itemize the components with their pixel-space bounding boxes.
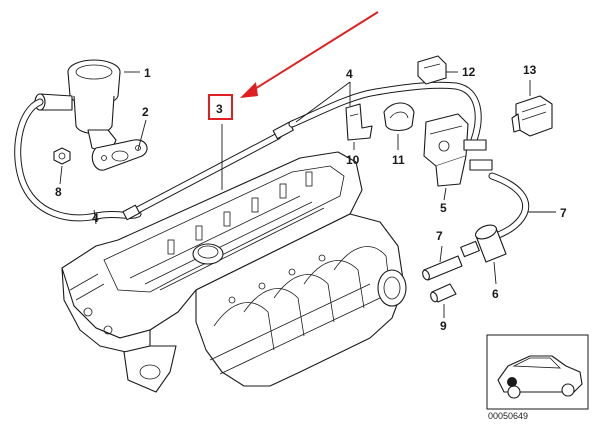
callout-7-right: 7	[560, 206, 567, 220]
callout-8: 8	[55, 185, 62, 199]
callout-4-lower: 4	[92, 211, 99, 225]
car-silhouette	[497, 355, 583, 399]
part-3-hose	[122, 121, 294, 221]
callout-2: 2	[142, 105, 149, 119]
red-pointer-arrow	[240, 11, 379, 98]
engine-location-dot	[507, 377, 517, 387]
part-7-short-hose	[422, 255, 463, 281]
part-8-nut	[53, 147, 71, 165]
callout-7-left: 7	[436, 229, 443, 243]
locator-inset	[486, 334, 589, 410]
callout-5: 5	[440, 201, 447, 215]
callout-3: 3	[216, 102, 223, 116]
part-13-connector	[511, 95, 553, 137]
callout-9: 9	[440, 319, 447, 333]
callout-4-upper: 4	[346, 67, 353, 81]
highlight-box	[208, 94, 233, 120]
engine-cylinder-head-cover	[61, 151, 363, 393]
highlight-callout-3: 3	[208, 11, 379, 120]
callout-13: 13	[523, 63, 537, 77]
callout-labels: 1 2 8 4 4 10 11 12 13 5 7 7 6 9	[55, 63, 567, 333]
part-4-vacuum-hose	[14, 98, 142, 222]
part-9-hose-piece	[430, 283, 457, 303]
part-5-solenoid-valve	[423, 113, 493, 187]
part-6-filter	[460, 224, 507, 263]
callout-6: 6	[492, 287, 499, 301]
leader-lines	[59, 71, 556, 318]
part-4-upper-hose	[288, 81, 482, 144]
part-10-bracket	[345, 103, 373, 141]
engine-intake-manifold	[195, 213, 407, 387]
diagram-reference-number: 00050649	[488, 411, 528, 421]
part-11-clip	[383, 102, 415, 132]
callout-12: 12	[462, 65, 476, 79]
callout-1: 1	[144, 66, 151, 80]
part-7-hose	[488, 172, 529, 240]
part-12-clip	[417, 55, 447, 85]
part-1-check-valve	[34, 59, 121, 155]
callout-11: 11	[392, 153, 405, 167]
callout-10: 10	[346, 153, 360, 167]
